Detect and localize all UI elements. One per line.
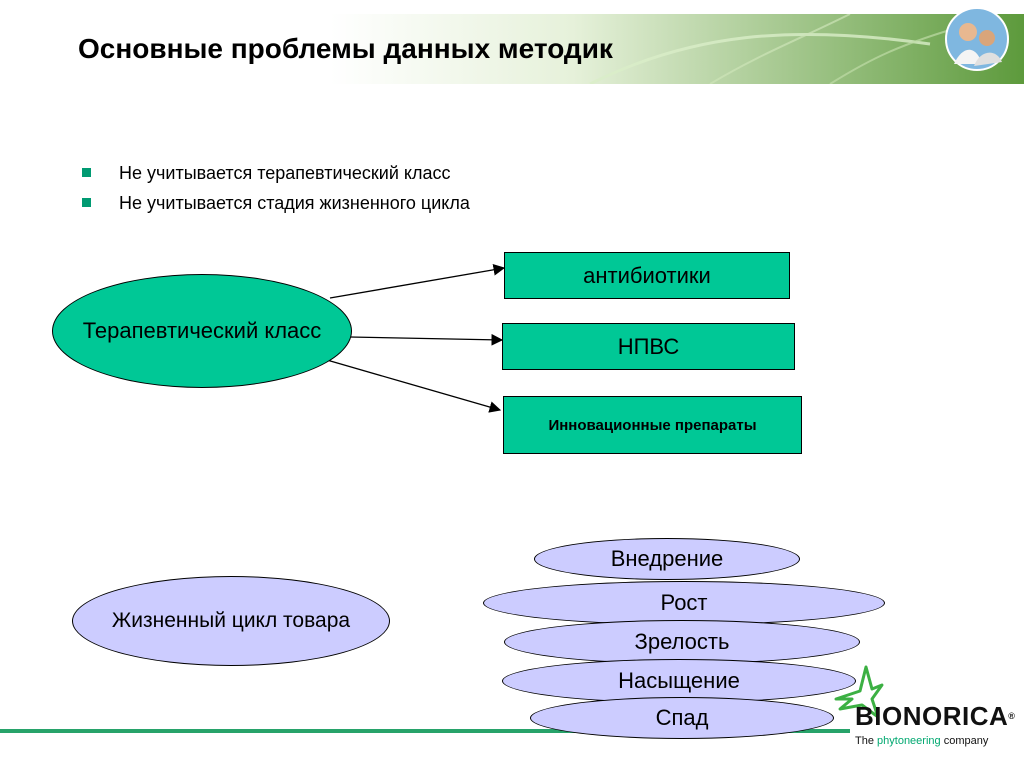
registered-mark: ® (1008, 711, 1016, 721)
brand-tagline: The phytoneering company (855, 734, 988, 748)
stage-decline: Спад (530, 697, 834, 739)
arrow-to-antibiotics (329, 264, 506, 299)
brand-name: BIONORICA (855, 701, 1009, 731)
footer-line (0, 729, 850, 733)
innovative-label: Инновационные препараты (548, 416, 757, 434)
stage-growth: Рост (483, 581, 885, 625)
bullet-square-icon (82, 168, 91, 177)
stage-saturation-label: Насыщение (618, 668, 740, 693)
bullet-text: Не учитывается терапевтический класс (119, 163, 451, 183)
lifecycle-ellipse: Жизненный цикл товара (72, 576, 390, 666)
people-photo-icon (945, 7, 1009, 71)
bullet-text: Не учитывается стадия жизненного цикла (119, 193, 470, 213)
bullet-item: Не учитывается стадия жизненного цикла (82, 188, 470, 218)
arrow-to-nsaid (349, 333, 504, 346)
nsaid-box: НПВС (502, 323, 795, 370)
therapeutic-class-label: Терапевтический класс (82, 318, 322, 343)
stage-maturity-label: Зрелость (634, 629, 730, 654)
leaf-banner-image (330, 14, 1024, 84)
antibiotics-box: антибиотики (504, 252, 790, 299)
bullet-item: Не учитывается терапевтический класс (82, 158, 470, 188)
stage-saturation: Насыщение (502, 659, 856, 703)
therapeutic-class-ellipse: Терапевтический класс (52, 274, 352, 388)
stage-maturity: Зрелость (504, 620, 860, 664)
tagline-highlight: phytoneering (877, 735, 941, 747)
lifecycle-label: Жизненный цикл товара (111, 609, 351, 632)
antibiotics-label: антибиотики (583, 262, 711, 288)
nsaid-label: НПВС (617, 333, 680, 359)
bullet-list: Не учитывается терапевтический класс Не … (82, 158, 470, 218)
bullet-square-icon (82, 198, 91, 207)
tagline-post: company (943, 735, 989, 747)
innovative-box: Инновационные препараты (503, 396, 802, 454)
arrow-to-innovative (319, 357, 502, 413)
tagline-pre: The (855, 735, 874, 747)
stage-decline-label: Спад (655, 705, 709, 730)
stage-introduction-label: Внедрение (610, 546, 724, 571)
stage-growth-label: Рост (660, 590, 708, 615)
stage-introduction: Внедрение (534, 538, 800, 580)
bionorica-star-icon (834, 665, 884, 719)
page-title: Основные проблемы данных методик (78, 33, 613, 64)
brand-logo: BIONORICA® (855, 701, 1015, 731)
